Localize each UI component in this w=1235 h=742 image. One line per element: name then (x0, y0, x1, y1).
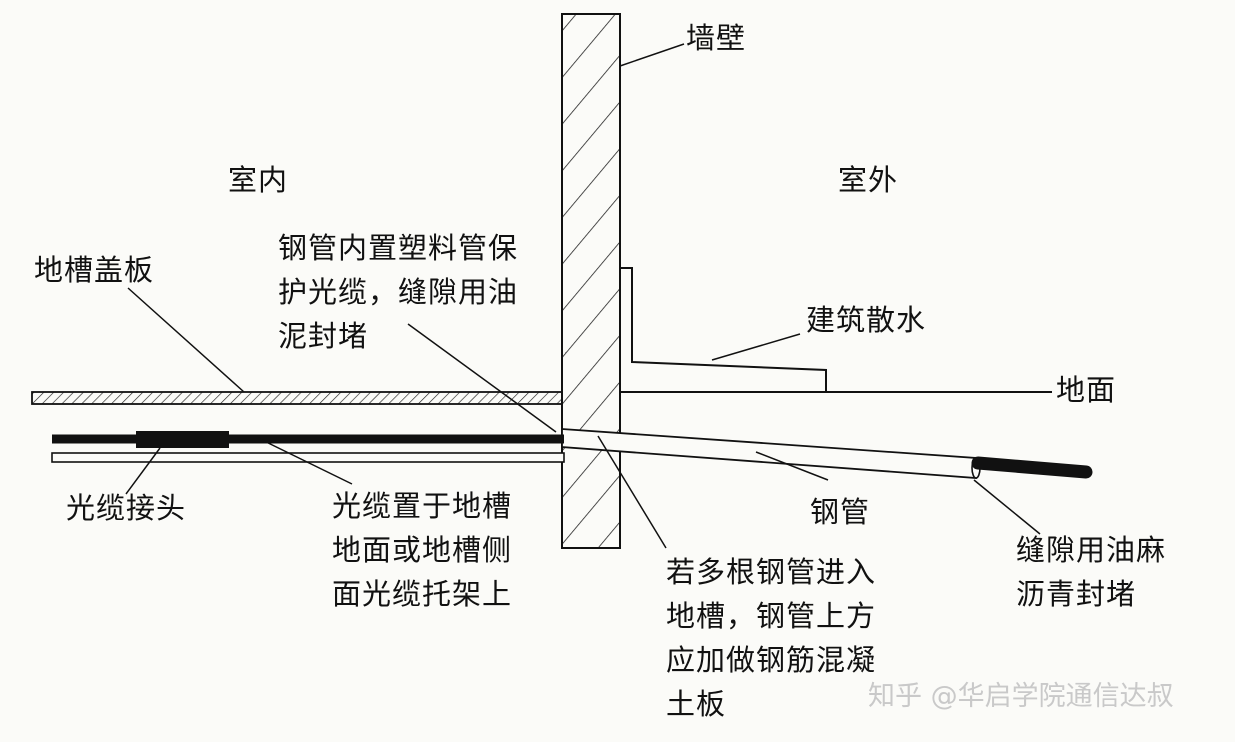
outdoor-label: 室外 (838, 163, 899, 197)
leader-apron (711, 333, 801, 361)
leader-multi-pipe (597, 435, 667, 549)
cable-placement-label: 光缆置于地槽 地面或地槽侧 面光缆托架上 (332, 489, 513, 611)
indoor-label: 室内 (228, 163, 289, 197)
leader-trench-cover (127, 287, 245, 393)
gap-seal-label: 缝隙用油麻 沥青封堵 (1016, 533, 1167, 611)
watermark: 知乎 @华启学院通信达叔 (868, 681, 1174, 712)
leader-steel-pipe (755, 451, 829, 481)
leader-cable-joint (125, 447, 161, 495)
steel-pipe-label: 钢管 (810, 495, 871, 529)
optical-cable-outdoor (971, 456, 1093, 479)
steel-pipe (561, 428, 977, 479)
cable-tray-line (51, 452, 565, 463)
trench-cover-plate (31, 391, 563, 405)
building-apron (620, 267, 827, 392)
apron-label: 建筑散水 (806, 303, 927, 337)
leader-gap-seal (973, 479, 1041, 535)
leader-cable-placement (257, 437, 353, 485)
cable-joint (136, 431, 229, 448)
ground-label: 地面 (1056, 373, 1117, 407)
wall (561, 13, 621, 549)
cable-joint-label: 光缆接头 (66, 491, 187, 525)
leader-steel-pipe-note (407, 323, 557, 433)
multi-pipe-note-label: 若多根钢管进入 地槽，钢管上方 应加做钢筋混凝 土板 (666, 555, 877, 721)
wall-label: 墙壁 (686, 21, 747, 55)
leader-wall (619, 43, 685, 67)
trench-cover-label: 地槽盖板 (34, 253, 155, 287)
steel-pipe-note-label: 钢管内置塑料管保 护光缆，缝隙用油 泥封堵 (278, 231, 519, 353)
